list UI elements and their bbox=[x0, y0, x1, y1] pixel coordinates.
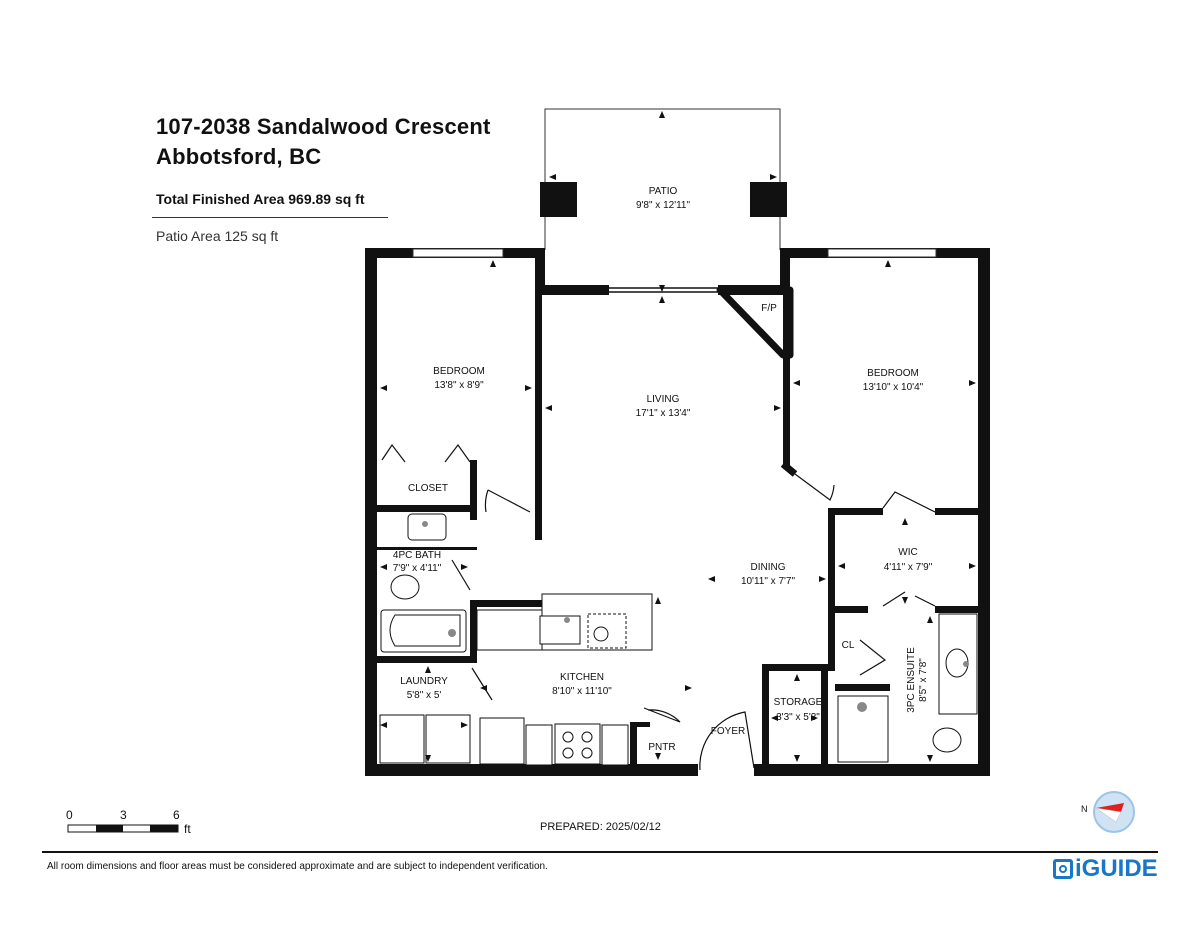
room-name-patio: PATIO bbox=[649, 186, 678, 197]
footer-divider bbox=[42, 851, 1158, 853]
room-name-bedroom1: BEDROOM bbox=[433, 366, 485, 377]
room-dims-wic: 4'11" x 7'9" bbox=[884, 562, 933, 573]
patio-door bbox=[609, 287, 718, 293]
patio-area: Patio Area 125 sq ft bbox=[156, 228, 279, 244]
scale-tick-3: 3 bbox=[120, 808, 127, 822]
room-name-pntr: PNTR bbox=[648, 742, 675, 753]
total-area: Total Finished Area 969.89 sq ft bbox=[156, 191, 365, 207]
fireplace bbox=[716, 286, 794, 359]
room-dims-living: 17'1" x 13'4" bbox=[636, 408, 691, 419]
room-dims-bedroom2: 13'10" x 10'4" bbox=[863, 382, 924, 393]
prepared-date: PREPARED: 2025/02/12 bbox=[540, 821, 661, 833]
compass-icon bbox=[1093, 791, 1135, 833]
room-dims-kitchen: 8'10" x 11'10" bbox=[552, 686, 612, 697]
room-name-fp: F/P bbox=[761, 303, 777, 314]
area-divider bbox=[152, 217, 388, 218]
room-name-closet: CLOSET bbox=[408, 483, 448, 494]
room-labels: PATIO 9'8" x 12'11" BEDROOM 13'8" x 8'9"… bbox=[393, 186, 933, 753]
scale-tick-0: 0 bbox=[66, 808, 73, 822]
fixture-dots bbox=[422, 521, 969, 712]
windows bbox=[412, 248, 937, 258]
brand-name: iGUIDE bbox=[1075, 855, 1158, 882]
room-dims-ensuite: 8'5" x 7'8" bbox=[918, 658, 929, 702]
door-swings bbox=[381, 443, 936, 771]
room-name-kitchen: KITCHEN bbox=[560, 672, 604, 683]
room-dims-storage: 3'3" x 5'3" bbox=[776, 712, 820, 723]
address-line-2: Abbotsford, BC bbox=[156, 144, 322, 169]
room-dims-laundry: 5'8" x 5' bbox=[407, 690, 442, 701]
room-dims-bedroom1: 13'8" x 8'9" bbox=[434, 380, 484, 391]
room-name-storage: STORAGE bbox=[774, 697, 823, 708]
room-name-wic: WIC bbox=[898, 547, 917, 558]
patio-post-left bbox=[540, 182, 577, 217]
scale-unit: ft bbox=[184, 822, 191, 836]
room-name-cl: CL bbox=[842, 640, 855, 651]
room-name-ensuite: 3PC ENSUITE bbox=[906, 647, 917, 713]
disclaimer: All room dimensions and floor areas must… bbox=[47, 861, 548, 872]
bath-fixtures bbox=[379, 513, 978, 764]
patio-outline bbox=[544, 108, 781, 250]
scale-bar bbox=[67, 824, 179, 833]
patio-post-right bbox=[750, 182, 787, 217]
room-dims-bath4: 7'9" x 4'11" bbox=[393, 563, 442, 574]
address-line-1: 107-2038 Sandalwood Crescent bbox=[156, 114, 491, 139]
room-name-foyer: FOYER bbox=[711, 726, 745, 737]
room-name-laundry: LAUNDRY bbox=[400, 676, 448, 687]
dimension-arrows bbox=[380, 111, 976, 762]
room-name-dining: DINING bbox=[751, 562, 786, 573]
room-dims-patio: 9'8" x 12'11" bbox=[636, 200, 691, 211]
brand-logo: iGUIDE bbox=[1053, 855, 1158, 883]
room-name-living: LIVING bbox=[647, 394, 680, 405]
logo-icon bbox=[1053, 859, 1073, 879]
room-name-bedroom2: BEDROOM bbox=[867, 368, 919, 379]
compass-north-label: N bbox=[1081, 804, 1088, 814]
room-dims-dining: 10'11" x 7'7" bbox=[741, 576, 796, 587]
kitchen-fixtures bbox=[476, 593, 653, 766]
room-name-bath4: 4PC BATH bbox=[393, 550, 441, 561]
interior-walls bbox=[377, 258, 985, 772]
scale-tick-6: 6 bbox=[173, 808, 180, 822]
